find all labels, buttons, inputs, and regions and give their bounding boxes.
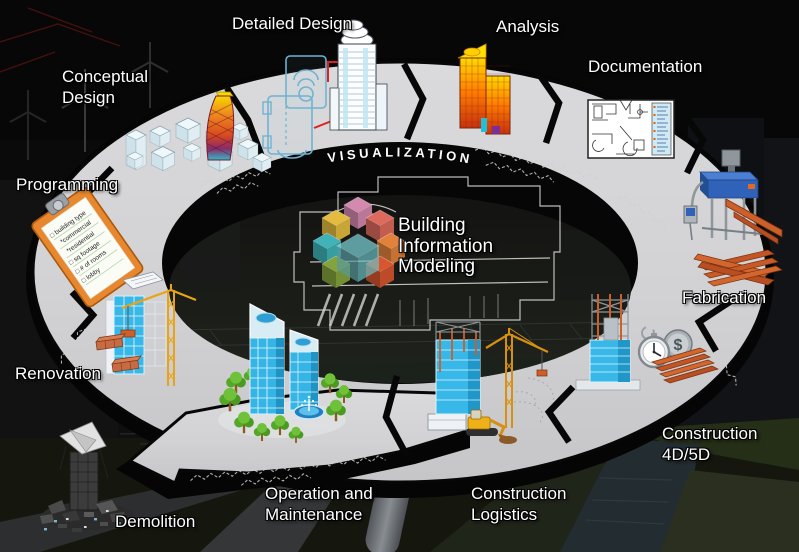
svg-text:$: $ (674, 337, 683, 354)
renovation-crane (121, 284, 197, 386)
operation-maintenance (218, 303, 353, 443)
stage-label-conceptual-design: Conceptual Design (62, 67, 149, 107)
rubble (40, 500, 126, 532)
stage-label-renovation: Renovation (15, 364, 102, 383)
steel-beam (725, 198, 783, 238)
center-title-line3: Modeling (398, 256, 476, 277)
fountain (293, 395, 325, 420)
fabrication-machine (683, 149, 783, 287)
red-crane-lines (0, 7, 121, 73)
excavator (466, 409, 517, 444)
stage-label-documentation: Documentation (588, 57, 703, 76)
beam-row (651, 347, 719, 384)
documentation-floorplan (587, 99, 675, 159)
construction-logistics (427, 321, 554, 444)
stage-label-fabrication: Fabrication (682, 288, 767, 307)
fabrication-beam-pile (693, 249, 783, 287)
om-tower-1 (249, 303, 285, 415)
stage-label-detailed-design: Detailed Design (232, 14, 353, 33)
stage-label-operation-maintenance: Operation and Maintenance (265, 484, 373, 524)
detailed-design-sketches (262, 19, 388, 159)
analysis-towers (457, 43, 511, 135)
stage-label-construction-logistics: Construction Logistics (471, 484, 567, 524)
stage-label-programming: Programming (16, 175, 119, 194)
zigzag-decorations (60, 146, 737, 486)
center-title: Building Information Modeling (398, 215, 494, 278)
detailed-design-tower (329, 19, 388, 131)
renovation (95, 271, 197, 386)
demolition (40, 421, 134, 532)
stage-label-analysis: Analysis (496, 17, 560, 36)
stage-label-demolition: Demolition (115, 512, 196, 531)
center-title-line1: Building (398, 215, 466, 236)
tower-crane (485, 327, 549, 428)
om-tower-2 (289, 329, 319, 411)
wireframe-extension (143, 301, 167, 367)
programming-clipboard: □ building type *commercial *residential… (31, 187, 144, 308)
construction-4d5d: $ (575, 294, 719, 391)
center-title-line2: Information (398, 235, 494, 257)
stage-label-construction-4d5d: Construction 4D/5D (662, 424, 758, 464)
